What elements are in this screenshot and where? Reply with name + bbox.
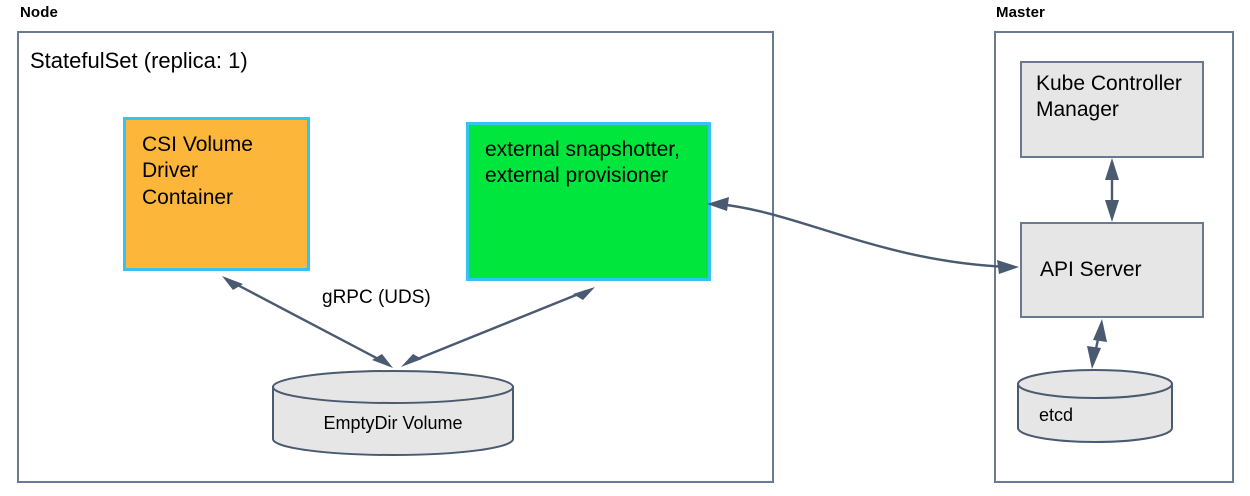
box-external-sidecars-label: external snapshotter, external provision… [485, 138, 680, 188]
box-api-server-label: API Server [1040, 257, 1142, 281]
zone-label-node: Node [20, 4, 58, 21]
cylinder-etcd-label: etcd [1039, 405, 1074, 425]
cylinder-emptydir-volume[interactable]: EmptyDir Volume [272, 370, 514, 456]
cylinder-emptydir-volume-label: EmptyDir Volume [323, 413, 463, 433]
box-external-sidecars[interactable]: external snapshotter, external provision… [466, 122, 711, 281]
box-kube-controller-manager[interactable]: Kube Controller Manager [1020, 61, 1204, 158]
box-csi-volume-driver-container[interactable]: CSI Volume Driver Container [123, 117, 310, 271]
box-api-server[interactable]: API Server [1020, 222, 1204, 318]
statefulset-title: StatefulSet (replica: 1) [30, 48, 248, 73]
edge-label-grpc-uds: gRPC (UDS) [322, 287, 431, 308]
cylinder-etcd[interactable]: etcd [1017, 369, 1174, 444]
box-csi-volume-driver-container-label: CSI Volume Driver Container [142, 133, 253, 209]
box-kube-controller-manager-label: Kube Controller Manager [1036, 72, 1182, 122]
zone-label-master: Master [996, 4, 1045, 21]
